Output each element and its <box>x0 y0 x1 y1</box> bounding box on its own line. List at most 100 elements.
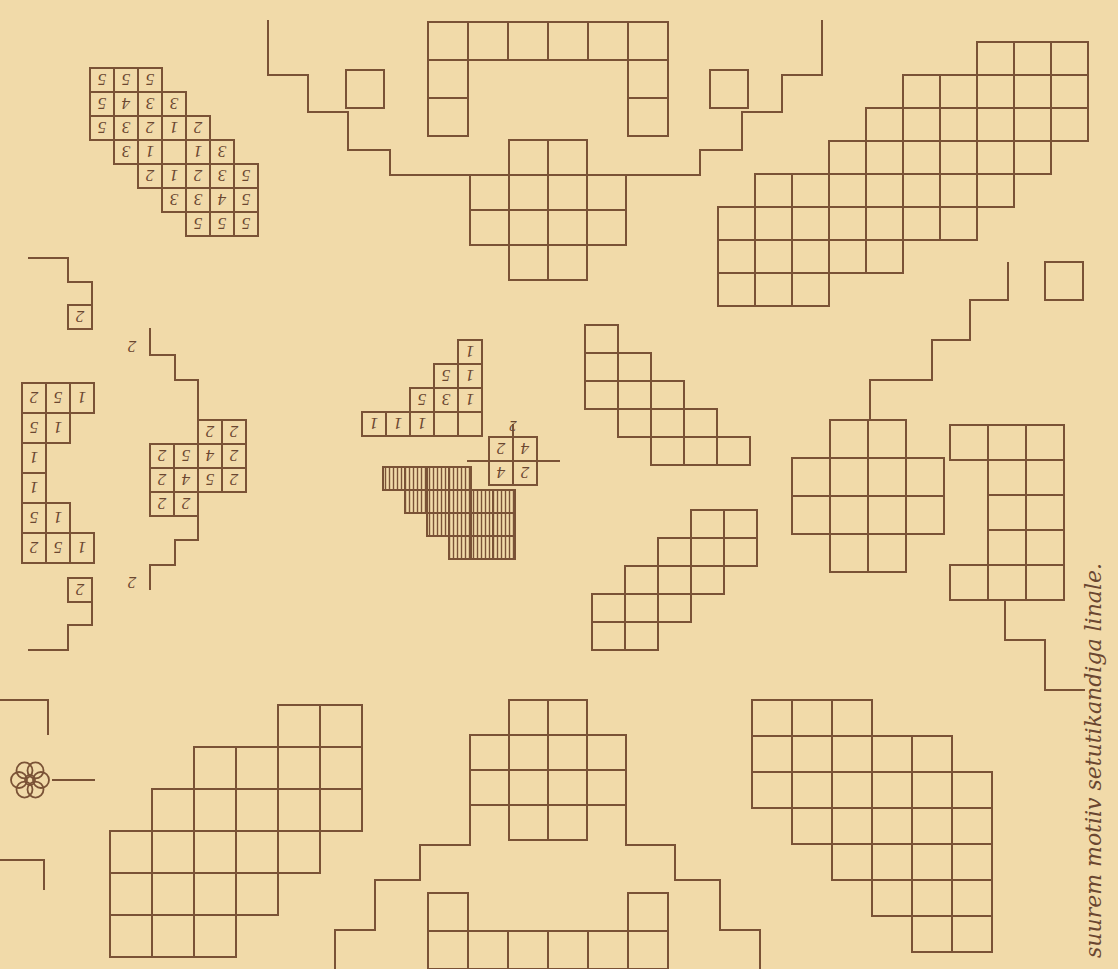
cell-number: 2 <box>22 533 46 563</box>
grid-cell <box>628 931 668 969</box>
grid-cell <box>548 245 587 280</box>
grid-cell <box>278 789 320 831</box>
grid-cell <box>651 409 684 437</box>
grid-cell <box>724 510 757 538</box>
grid-cell <box>410 388 434 412</box>
hatched-cell <box>471 490 493 513</box>
grid-cell <box>548 805 587 840</box>
grid-cell <box>792 496 830 534</box>
grid-cell <box>198 468 222 492</box>
cell-number: 2 <box>513 461 537 485</box>
hatched-cell <box>493 536 515 559</box>
hatched-cell <box>427 467 449 490</box>
grid-cell <box>186 140 210 164</box>
cell-number: 5 <box>234 188 258 212</box>
grid-cell <box>658 594 691 622</box>
cell-number: 1 <box>362 412 386 436</box>
grid-cell <box>912 808 952 844</box>
grid-cell <box>830 420 868 458</box>
grid-cell <box>470 210 509 245</box>
cell-number: 2 <box>222 420 246 444</box>
grid-cell <box>428 98 468 136</box>
grid-cell <box>866 207 903 240</box>
stair-lines <box>0 20 1085 969</box>
grid-cell <box>906 458 944 496</box>
cell-number: 1 <box>46 413 70 443</box>
hatched-cell <box>427 490 449 513</box>
flower-centre <box>25 775 35 785</box>
grid-cell <box>832 736 872 772</box>
grid-cell <box>952 772 992 808</box>
grid-cell <box>470 770 509 805</box>
stair-line <box>626 805 760 969</box>
grid-cell <box>509 700 548 735</box>
grid-cell <box>651 437 684 465</box>
cell-number: 1 <box>70 533 94 563</box>
cell-number: 1 <box>386 412 410 436</box>
hatched-cell <box>449 513 471 536</box>
grid-cell <box>988 425 1026 460</box>
cell-number: 1 <box>138 140 162 164</box>
grid-cell <box>988 530 1026 565</box>
grid-cell <box>234 188 258 212</box>
grid-cell <box>162 140 186 164</box>
grid-cell <box>830 496 868 534</box>
grid-cell <box>829 207 866 240</box>
grid-cell <box>718 207 755 240</box>
grid-cell <box>792 736 832 772</box>
grid-cell <box>186 164 210 188</box>
grid-cell <box>194 747 236 789</box>
cell-number: 5 <box>114 68 138 92</box>
grid-cell <box>509 805 548 840</box>
stair-line <box>150 516 198 590</box>
cell-number: 2 <box>150 444 174 468</box>
cell-number: 2 <box>222 444 246 468</box>
grid-cell <box>952 916 992 952</box>
grid-cell <box>114 68 138 92</box>
hatched-cell <box>471 513 493 536</box>
hatched-cell <box>493 513 515 536</box>
cell-number: 2 <box>22 383 46 413</box>
cell-number: 1 <box>458 364 482 388</box>
cell-number: 3 <box>138 92 162 116</box>
hatched-cell <box>383 467 405 490</box>
cell-number: 5 <box>22 413 46 443</box>
grid-cell <box>458 388 482 412</box>
grid-cell <box>940 141 977 174</box>
grid-cell <box>829 141 866 174</box>
grid-cell <box>952 844 992 880</box>
cell-number: 2 <box>489 437 513 461</box>
cell-number: 3 <box>162 188 186 212</box>
grid-cell <box>1014 141 1051 174</box>
grid-cell <box>194 831 236 873</box>
grid-cell <box>1026 530 1064 565</box>
grid-cell <box>186 188 210 212</box>
cell-number: 2 <box>122 572 142 594</box>
grid-cell <box>22 503 46 533</box>
grid-cell <box>903 174 940 207</box>
grid-cell <box>138 140 162 164</box>
cell-number: 2 <box>222 468 246 492</box>
grid-cell <box>1051 42 1088 75</box>
grid-cell <box>458 364 482 388</box>
grid-cell <box>658 566 691 594</box>
grid-cell <box>872 808 912 844</box>
cell-number: 1 <box>410 412 434 436</box>
grid-cells <box>22 22 1088 969</box>
grid-cell <box>618 409 651 437</box>
grid-cell <box>755 273 792 306</box>
cell-number: 2 <box>68 305 92 329</box>
grid-cell <box>152 789 194 831</box>
grid-cell <box>684 437 717 465</box>
cell-number: 5 <box>186 212 210 236</box>
cell-number: 5 <box>90 92 114 116</box>
grid-cell <box>1014 75 1051 108</box>
grid-cell <box>872 880 912 916</box>
grid-cell <box>508 931 548 969</box>
grid-cell <box>513 437 537 461</box>
grid-cell <box>832 844 872 880</box>
grid-cell <box>717 437 750 465</box>
grid-cell <box>548 140 587 175</box>
grid-cell <box>752 772 792 808</box>
grid-cell <box>872 736 912 772</box>
